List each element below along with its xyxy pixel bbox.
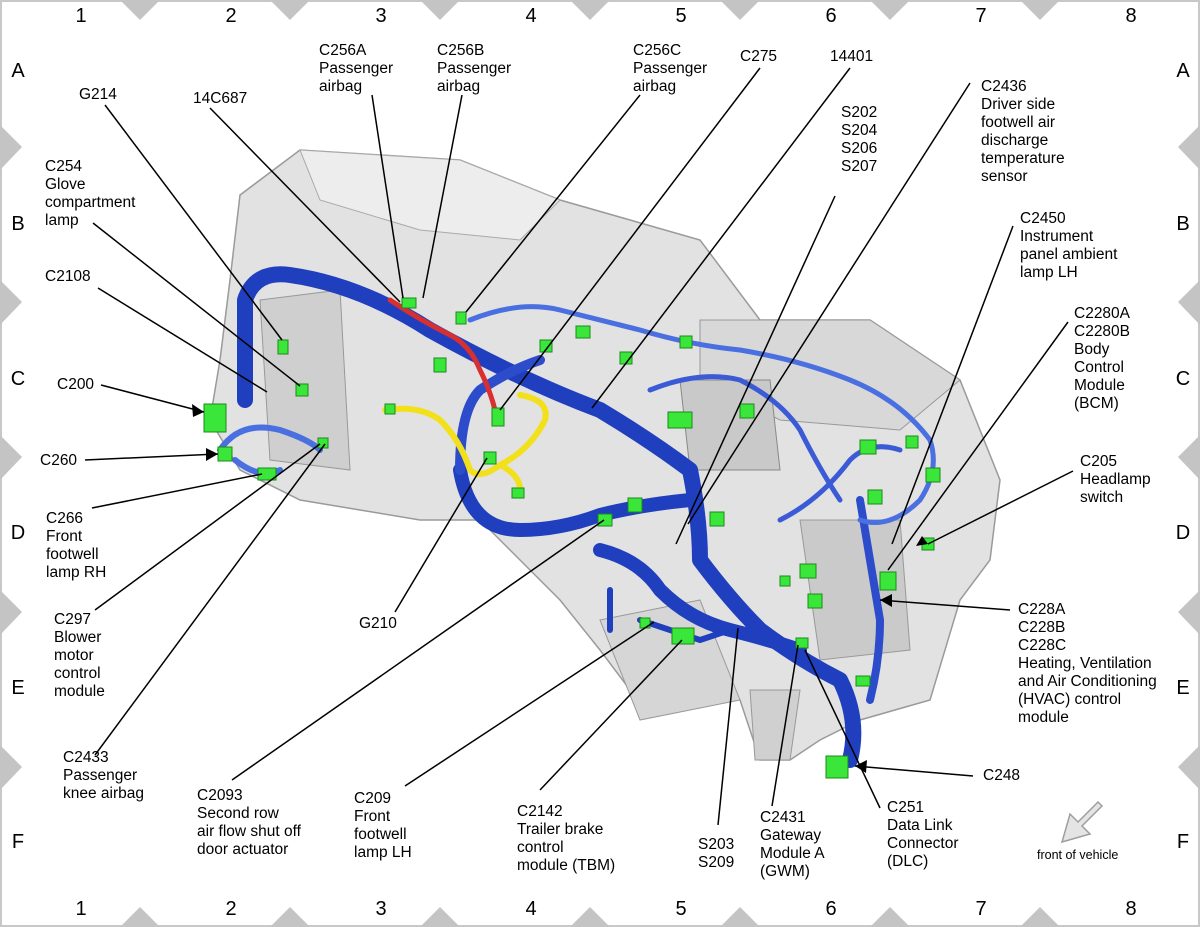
label-c2450: C2450 Instrument panel ambient lamp LH xyxy=(1020,210,1118,281)
grid-row-f-right: F xyxy=(1176,831,1190,853)
grid-row-f-left: F xyxy=(11,831,25,853)
grid-col-2-top: 2 xyxy=(225,5,237,27)
grid-row-b-left: B xyxy=(11,213,25,235)
label-c2093: C2093 Second row air flow shut off door … xyxy=(197,787,301,858)
label-c2431: C2431 Gateway Module A (GWM) xyxy=(760,809,825,880)
grid-col-4-bottom: 4 xyxy=(525,898,537,920)
leader-arrowheads xyxy=(192,404,928,773)
grid-col-6-bottom: 6 xyxy=(825,898,837,920)
label-c228: C228A C228B C228C Heating, Ventilation a… xyxy=(1018,601,1157,726)
label-c2142: C2142 Trailer brake control module (TBM) xyxy=(517,803,616,874)
label-c2108: C2108 xyxy=(45,268,91,285)
label-c209: C209 Front footwell lamp LH xyxy=(354,790,412,861)
label-c205: C205 Headlamp switch xyxy=(1080,453,1151,506)
grid-col-4-top: 4 xyxy=(525,5,537,27)
grid-row-e-right: E xyxy=(1176,677,1190,699)
label-g214: G214 xyxy=(79,86,117,103)
front-of-vehicle-label: front of vehicle xyxy=(1037,848,1119,862)
grid-row-b-right: B xyxy=(1176,213,1190,235)
grid-row-a-left: A xyxy=(11,60,25,82)
grid-col-1-top: 1 xyxy=(75,5,87,27)
grid-col-8-bottom: 8 xyxy=(1125,898,1137,920)
grid-col-1-bottom: 1 xyxy=(75,898,87,920)
label-c2433: C2433 Passenger knee airbag xyxy=(63,749,145,802)
label-c248: C248 xyxy=(983,767,1021,784)
grid-row-d-left: D xyxy=(10,522,26,544)
label-c266: C266 Front footwell lamp RH xyxy=(46,510,107,581)
label-14c687: 14C687 xyxy=(193,90,248,107)
grid-row-c-right: C xyxy=(1175,368,1191,390)
label-s203-s209: S203 S209 xyxy=(698,836,735,871)
grid-row-a-right: A xyxy=(1176,60,1190,82)
grid-row-c-left: C xyxy=(10,368,26,390)
main-harness xyxy=(217,266,936,768)
grid-col-8-top: 8 xyxy=(1125,5,1137,27)
label-c2280: C2280A C2280B Body Control Module (BCM) xyxy=(1074,305,1131,412)
leader-lines xyxy=(84,67,1074,826)
label-c256a: C256A Passenger airbag xyxy=(319,42,394,95)
airbag-harness-red xyxy=(387,297,498,413)
grid-col-6-top: 6 xyxy=(825,5,837,27)
grid-col-2-bottom: 2 xyxy=(225,898,237,920)
grid-row-e-left: E xyxy=(11,677,25,699)
label-g210: G210 xyxy=(359,615,397,632)
grid-row-d-right: D xyxy=(1175,522,1191,544)
front-arrow-icon xyxy=(1060,800,1104,844)
label-s202-s207: S202 S204 S206 S207 xyxy=(841,104,878,175)
grid-col-3-top: 3 xyxy=(375,5,387,27)
grid-col-7-top: 7 xyxy=(975,5,987,27)
label-c260: C260 xyxy=(40,452,78,469)
label-c254: C254 Glove compartment lamp xyxy=(45,158,136,229)
grid-col-5-bottom: 5 xyxy=(675,898,687,920)
label-c256c: C256C Passenger airbag xyxy=(633,42,708,95)
grid-col-5-top: 5 xyxy=(675,5,687,27)
label-c297: C297 Blower motor control module xyxy=(54,611,105,700)
label-c256b: C256B Passenger airbag xyxy=(437,42,512,95)
grid-col-3-bottom: 3 xyxy=(375,898,387,920)
label-14401: 14401 xyxy=(830,48,874,65)
label-c200: C200 xyxy=(57,376,95,393)
grid-col-7-bottom: 7 xyxy=(975,898,987,920)
label-c251: C251 Data Link Connector (DLC) xyxy=(887,799,959,870)
label-c2436: C2436 Driver side footwell air discharge… xyxy=(981,78,1065,185)
label-c275: C275 xyxy=(740,48,778,65)
